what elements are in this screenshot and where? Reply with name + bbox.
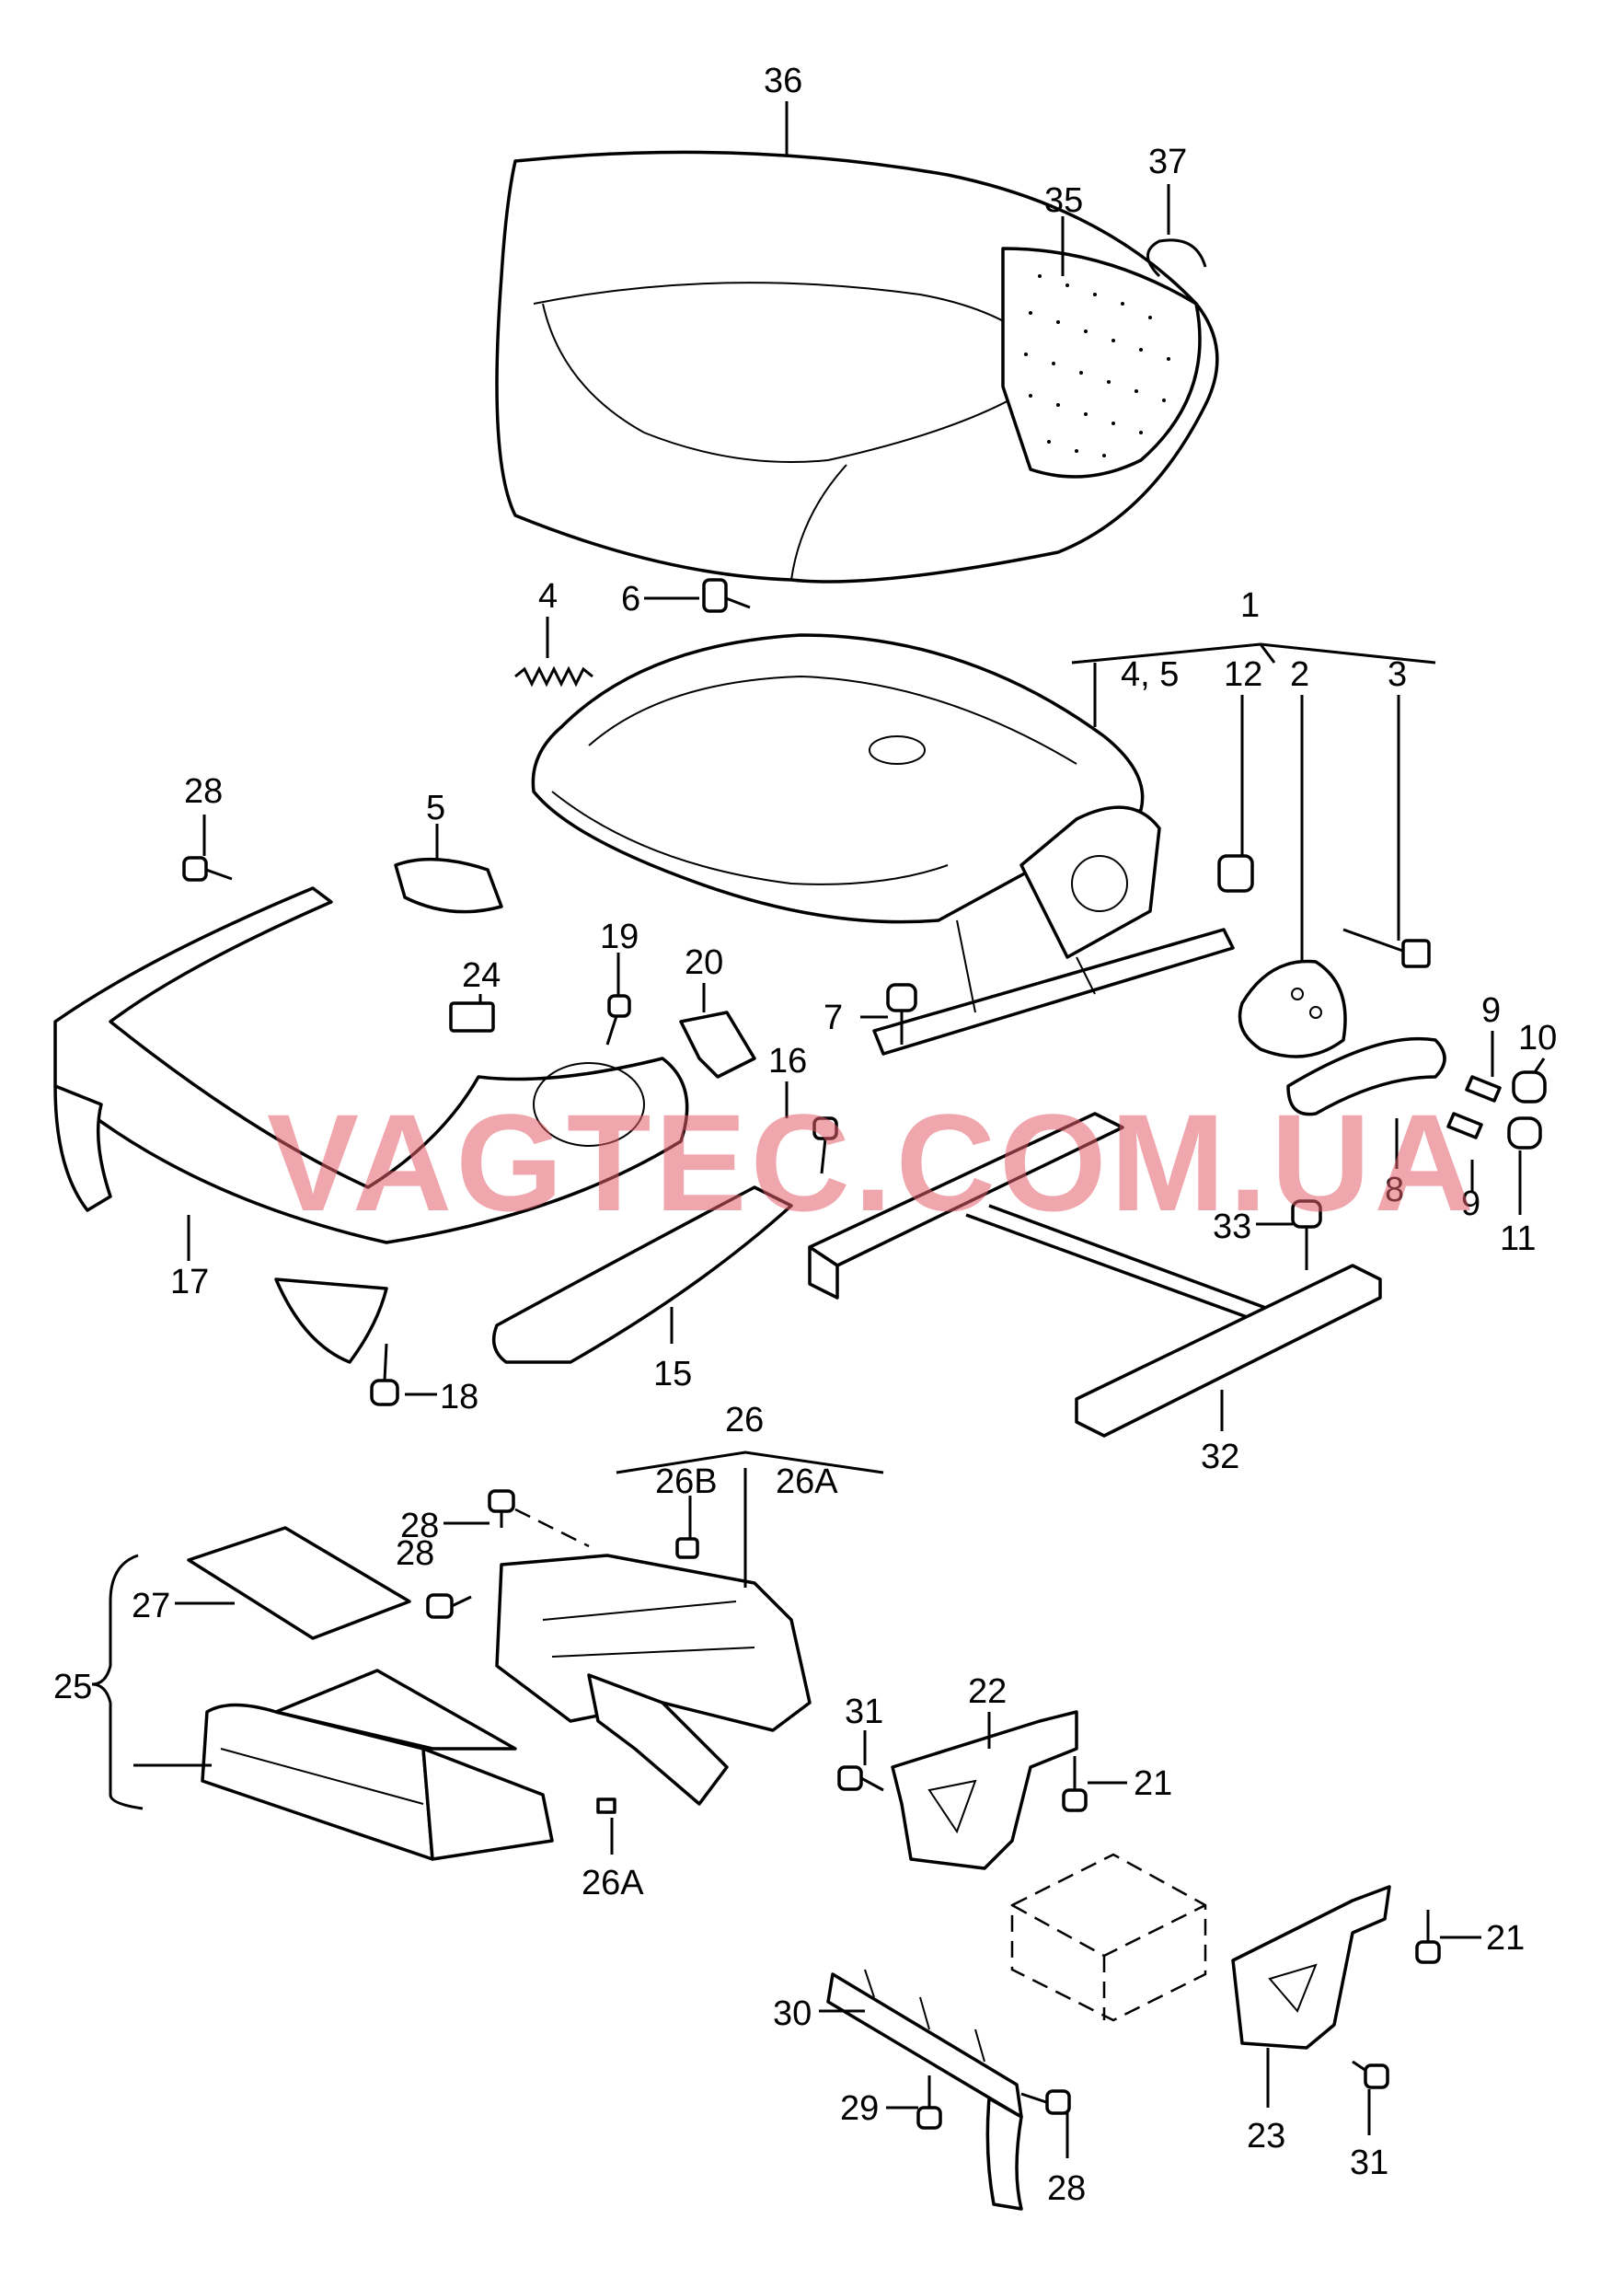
bolt-33 <box>1291 1199 1322 1270</box>
pad-27 <box>187 1526 411 1640</box>
bolt-3 <box>1342 928 1431 968</box>
label-22: 22 <box>968 1672 1007 1711</box>
label-18: 18 <box>440 1378 478 1416</box>
label-3: 3 <box>1388 655 1407 694</box>
clip-26b <box>675 1537 699 1559</box>
clip-ring <box>1146 238 1207 278</box>
label-8: 8 <box>1385 1171 1404 1209</box>
label-27: 27 <box>132 1587 170 1625</box>
screw-18 <box>370 1343 399 1406</box>
screw-29 <box>916 2075 942 2130</box>
label-32: 32 <box>1201 1438 1239 1476</box>
screw-31-a <box>837 1765 884 1792</box>
screw-19 <box>605 994 631 1046</box>
hinge-2 <box>1238 959 1347 1058</box>
callout-labels: 36 37 35 4 6 1 4, 5 12 2 3 28 5 19 20 24… <box>53 62 1557 2208</box>
seat-cushion-cover <box>495 150 1219 584</box>
leader-lines <box>91 101 1546 2158</box>
control-unit-outline <box>1010 1853 1207 2022</box>
label-25: 25 <box>53 1668 92 1706</box>
label-6: 6 <box>621 580 640 618</box>
tray-25 <box>201 1669 554 1861</box>
label-26b: 26B <box>655 1462 718 1501</box>
label-15: 15 <box>653 1355 692 1393</box>
label-4-5: 4, 5 <box>1121 655 1179 694</box>
label-28-a: 28 <box>400 1507 439 1545</box>
housing-26 <box>495 1554 812 1806</box>
cap-11 <box>1507 1116 1542 1150</box>
cover-strip-15 <box>491 1185 793 1364</box>
cap-10 <box>1512 1070 1547 1104</box>
perforation-pattern <box>1024 274 1170 457</box>
clip-24 <box>449 1001 495 1033</box>
bracket-22 <box>891 1710 1078 1870</box>
label-26a: 26A <box>776 1462 838 1501</box>
label-26: 26 <box>725 1401 764 1439</box>
screw-31-b <box>1352 2060 1389 2089</box>
label-28-top: 28 <box>184 772 223 811</box>
release-lever-8 <box>1286 1036 1446 1116</box>
screw-28-c <box>1020 2089 1071 2115</box>
label-7: 7 <box>824 999 843 1037</box>
bolt-28-a <box>488 1489 515 1528</box>
label-28-b: 28 <box>396 1534 434 1573</box>
crossmember-32 <box>808 1112 1382 1438</box>
label-37: 37 <box>1148 143 1187 181</box>
label-26a-bottom: 26A <box>582 1864 644 1902</box>
screws-9 <box>1446 1075 1502 1139</box>
label-31-a: 31 <box>845 1693 883 1731</box>
label-9-top: 9 <box>1481 991 1501 1030</box>
label-35: 35 <box>1044 181 1083 220</box>
bolt-28-top <box>182 856 233 882</box>
label-4: 4 <box>538 577 558 616</box>
label-5: 5 <box>426 789 445 827</box>
label-29: 29 <box>840 2089 879 2128</box>
bolt-6 <box>702 578 751 613</box>
label-31-b: 31 <box>1350 2144 1388 2182</box>
label-30: 30 <box>773 1994 812 2033</box>
bracket-20 <box>679 1011 756 1079</box>
label-1: 1 <box>1240 586 1260 625</box>
label-24: 24 <box>462 956 501 995</box>
label-28-d: 28 <box>1047 2169 1086 2208</box>
label-33: 33 <box>1213 1208 1251 1246</box>
rail-30 <box>826 1969 1023 2211</box>
label-36: 36 <box>764 62 802 100</box>
label-17: 17 <box>170 1263 209 1301</box>
screw-21-b <box>1415 1910 1441 1964</box>
label-16: 16 <box>768 1042 807 1081</box>
bolt-7 <box>886 983 917 1045</box>
label-21-b: 21 <box>1486 1919 1525 1958</box>
trim-frame-17 <box>53 886 689 1364</box>
label-23: 23 <box>1247 2117 1285 2156</box>
seat-frame <box>531 633 1235 1056</box>
knob-5 <box>394 857 503 914</box>
label-10: 10 <box>1518 1019 1557 1058</box>
watermark: VAGTEC.COM.UA <box>267 1085 1478 1240</box>
tension-spring <box>514 665 593 688</box>
bolt-28-b <box>426 1593 472 1619</box>
sleeve-12 <box>1217 854 1254 893</box>
label-2: 2 <box>1290 655 1309 694</box>
clip-26a-small <box>596 1797 616 1814</box>
dash-26-link <box>514 1508 590 1548</box>
label-19: 19 <box>600 918 639 956</box>
label-12: 12 <box>1224 655 1262 694</box>
screw-16 <box>812 1116 838 1174</box>
bracket-23 <box>1231 1885 1391 2050</box>
label-11: 11 <box>1500 1219 1536 1258</box>
screw-21-a <box>1062 1756 1088 1812</box>
label-21-a: 21 <box>1134 1764 1172 1803</box>
label-20: 20 <box>685 943 723 982</box>
label-9-bottom: 9 <box>1461 1185 1480 1223</box>
